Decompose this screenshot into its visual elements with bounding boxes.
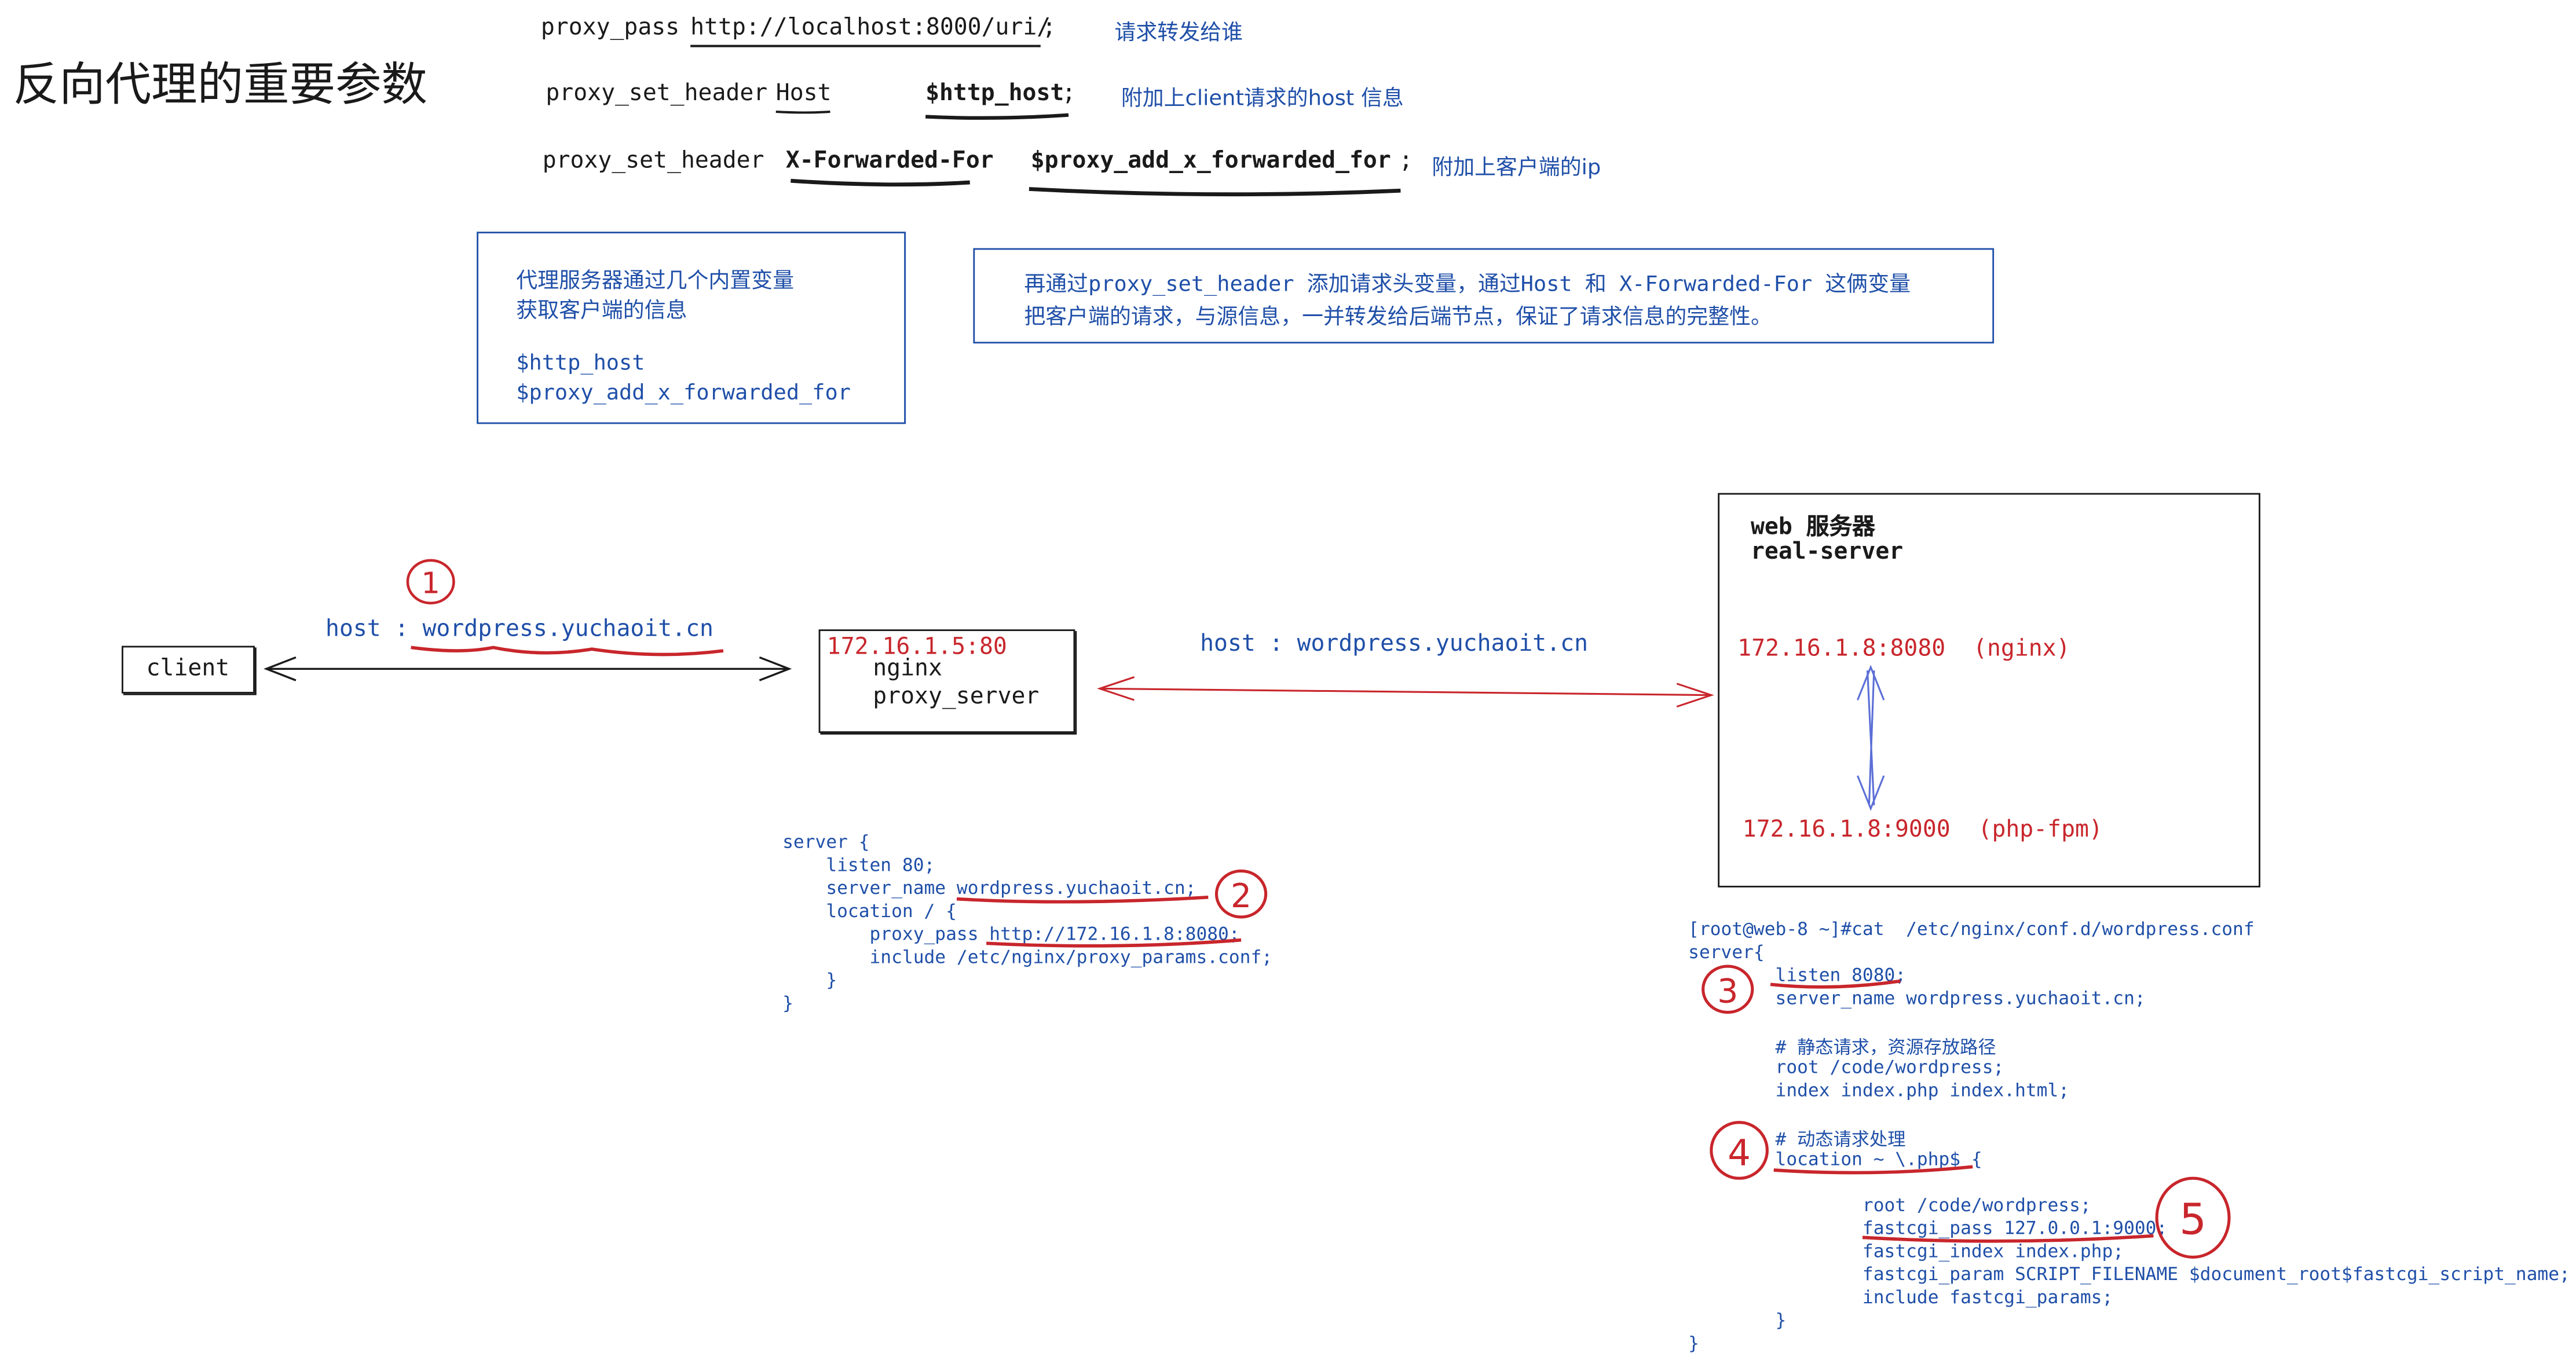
red-underline-location (1773, 1165, 1973, 1175)
svg-text:3: 3 (1717, 972, 1738, 1010)
web-config-line: location ~ \.php$ { (1688, 1149, 1982, 1171)
variables-box-var2: $proxy_add_x_forwarded_for (516, 381, 851, 406)
proxy-config-line: include /etc/nginx/proxy_params.conf; (782, 946, 1273, 968)
nginx-phpfpm-arrow (1857, 665, 1885, 811)
proxy-config-line: server { (782, 831, 870, 853)
web-config-line: fastcgi_pass 127.0.0.1:9000; (1688, 1218, 2168, 1240)
svg-text:4: 4 (1728, 1131, 1751, 1174)
circled-number-3: 3 (1702, 965, 1754, 1014)
web-config-line: root /code/wordpress; (1688, 1194, 2091, 1216)
param-value-1: http://localhost:8000/uri/ (690, 14, 1051, 41)
web-config-line: # 动态请求处理 (1688, 1129, 1906, 1150)
proxy-config-line: location / { (782, 900, 957, 922)
param-note-3: 附加上客户端的ip (1432, 156, 1601, 181)
proxy-name-server: proxy_server (873, 683, 1040, 710)
svg-text:5: 5 (2179, 1195, 2207, 1245)
web-server-node (1718, 493, 2260, 888)
explain-box-line2: 把客户端的请求，与源信息，一并转发给后端节点，保证了请求信息的完整性。 (1024, 305, 1772, 331)
param-value-2a: Host (775, 80, 832, 107)
svg-text:1: 1 (421, 567, 440, 601)
variables-box (477, 232, 906, 424)
param-semicolon-3: ; (1399, 148, 1413, 174)
client-proxy-arrow (264, 656, 792, 681)
explain-box-line1: 再通过proxy_set_header 添加请求头变量，通过Host 和 X-F… (1024, 273, 1911, 298)
red-underline-server-name (956, 895, 1209, 904)
underline-http-host (925, 113, 1069, 120)
param-value-2b: $http_host (925, 80, 1064, 107)
web-config-line: server{ (1688, 941, 1765, 963)
param-semicolon-1: ; (1042, 14, 1056, 41)
proxy-config-line: server_name wordpress.yuchaoit.cn; (782, 877, 1196, 899)
svg-text:2: 2 (1231, 877, 1252, 915)
proxy-address: 172.16.1.5:80 (826, 634, 1007, 661)
variables-box-line2: 获取客户端的信息 (516, 299, 687, 324)
red-underline-listen (1770, 979, 1901, 989)
web-config-line: server_name wordpress.yuchaoit.cn; (1688, 987, 2146, 1009)
param-value-3a: X-Forwarded-For (785, 148, 994, 174)
host-label-client: host : wordpress.yuchaoit.cn (325, 616, 713, 643)
web-config-line: fastcgi_index index.php; (1688, 1241, 2124, 1262)
proxy-config-line: listen 80; (782, 855, 935, 876)
param-note-2: 附加上client请求的host 信息 (1121, 87, 1404, 112)
proxy-config-line: proxy_pass http://172.16.1.8:8080; (782, 923, 1240, 945)
web-config-line: } (1688, 1310, 1787, 1332)
variables-box-line1: 代理服务器通过几个内置变量 (516, 269, 795, 295)
param-value-3b: $proxy_add_x_forwarded_for (1030, 148, 1391, 174)
web-phpfpm-address: 172.16.1.8:9000 (php-fpm) (1742, 816, 2103, 844)
page-title: 反向代理的重要参数 (13, 57, 428, 112)
proxy-config-line: } (782, 969, 837, 991)
underline-x-forwarded-for (791, 178, 970, 187)
param-note-1: 请求转发给谁 (1114, 21, 1243, 46)
web-config-line: include fastcgi_params; (1688, 1286, 2113, 1308)
proxy-config-line: } (782, 992, 793, 1014)
red-underline-host (411, 646, 724, 657)
circled-number-4: 4 (1710, 1121, 1769, 1180)
explain-box (973, 248, 1995, 344)
param-semicolon-2: ; (1062, 80, 1076, 107)
param-directive-2: proxy_set_header (546, 80, 768, 107)
proxy-web-arrow (1097, 676, 1714, 708)
web-config-line: fastcgi_param SCRIPT_FILENAME $document_… (1688, 1263, 2570, 1285)
web-server-subtitle: real-server (1751, 539, 1904, 566)
circled-number-1: 1 (406, 559, 455, 605)
web-config-line: # 静态请求，资源存放路径 (1688, 1037, 1996, 1058)
client-node (122, 646, 255, 694)
proxy-name-nginx: nginx (873, 655, 942, 682)
circled-number-2: 2 (1214, 869, 1268, 919)
client-label: client (146, 655, 230, 682)
web-server-title: web 服务器 (1751, 514, 1875, 541)
web-nginx-address: 172.16.1.8:8080 (nginx) (1737, 636, 2070, 662)
proxy-node (818, 629, 1075, 733)
host-label-proxy: host : wordpress.yuchaoit.cn (1200, 630, 1589, 658)
underline-proxy-add (1029, 187, 1401, 197)
web-config-line: [root@web-8 ~]#cat /etc/nginx/conf.d/wor… (1688, 918, 2255, 940)
red-underline-fastcgi-pass (1862, 1234, 2154, 1243)
web-config-line: index index.php index.html; (1688, 1079, 2070, 1101)
red-underline-proxy-pass (986, 938, 1242, 948)
circled-number-5: 5 (2155, 1176, 2231, 1259)
web-config-line: root /code/wordpress; (1688, 1057, 2004, 1079)
param-directive-3: proxy_set_header (542, 148, 764, 174)
param-directive-1: proxy_pass (540, 14, 680, 41)
variables-box-var1: $http_host (516, 351, 645, 377)
web-config-line: } (1688, 1333, 1699, 1354)
